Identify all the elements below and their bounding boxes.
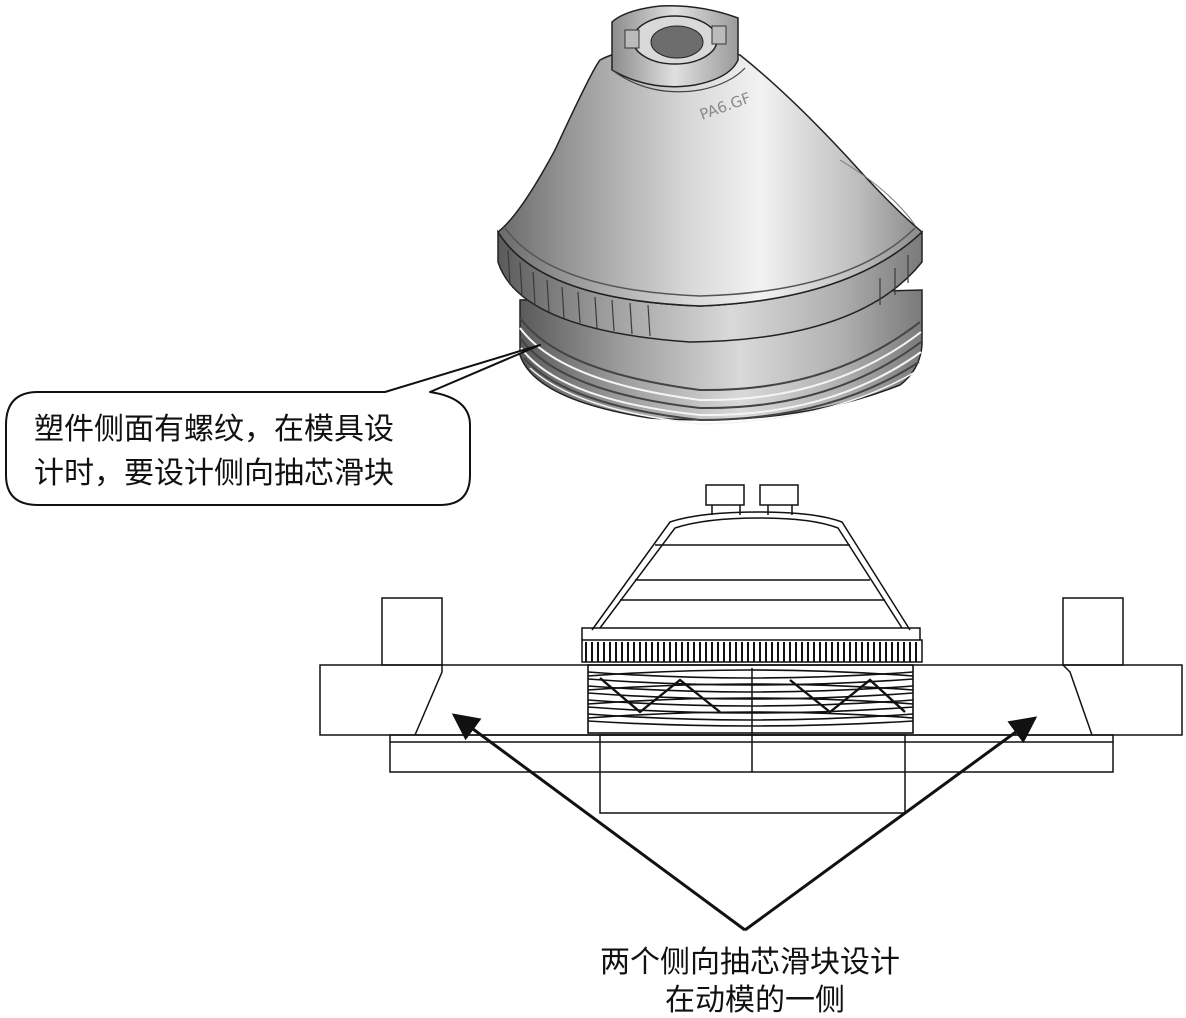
thread-section [587,664,914,734]
right-side-slider [1062,597,1124,736]
arrow-to-right-slider [744,716,1038,932]
top-neck [611,5,746,93]
bottom-label: 两个侧向抽芯滑块设计 在动模的一侧 [600,945,900,1018]
callout-bubble: 塑件侧面有螺纹，在模具设 计时，要设计侧向抽芯滑块 [5,344,541,506]
plastic-part-3d: PA6.GF [497,5,924,425]
mold-cross-section [319,484,1183,814]
callout-line-1: 塑件侧面有螺纹，在模具设 [34,412,394,447]
conical-body [497,45,924,307]
annotation-arrows [451,713,1038,932]
main-plate [319,664,1183,736]
bottom-label-line-1: 两个侧向抽芯滑块设计 [600,945,900,980]
knurl-ticks [585,642,917,662]
callout-line-2: 计时，要设计侧向抽芯滑块 [34,456,394,491]
part-section-outline [581,484,923,663]
left-side-slider [381,597,443,736]
arrow-to-left-slider [451,713,746,932]
bottom-label-line-2: 在动模的一侧 [665,983,845,1018]
